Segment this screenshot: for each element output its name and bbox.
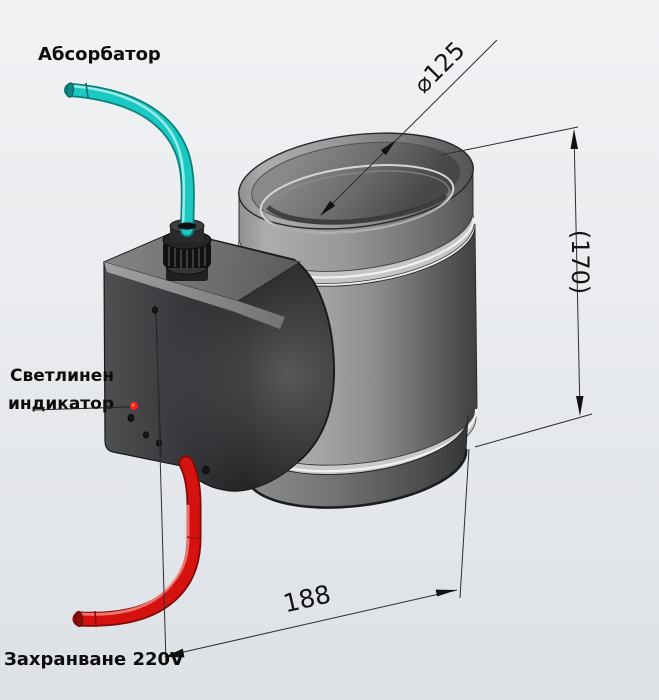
- power-cable-ferrule: [94, 610, 97, 628]
- width-extension-left: [156, 346, 167, 664]
- dimension-height: (170): [440, 126, 594, 448]
- front-face-holes: [127, 306, 210, 475]
- absorber-cable-ferrule: [85, 82, 89, 99]
- power-cable: [72, 455, 202, 628]
- callout-labels: Абсорбатор Светлинен индикатор Захранван…: [4, 44, 184, 670]
- inner-seam-ring-dark: [263, 170, 451, 234]
- height-arrow-bottom: [576, 396, 584, 416]
- screw-hole: [151, 306, 158, 314]
- diameter-dimension-text: ⌀125: [408, 36, 470, 98]
- gland-entry-hole: [178, 222, 196, 230]
- label-power-supply: Захранване 220V: [4, 649, 184, 670]
- absorber-cable-outline: [64, 83, 195, 237]
- power-cable-endcap: [74, 610, 84, 628]
- cable-gland: [162, 219, 212, 281]
- width-arrow-right: [435, 589, 457, 597]
- light-indicator-leader-line: [32, 406, 131, 411]
- actuator-round-side-sheen: [104, 231, 335, 492]
- screw-hole: [155, 439, 162, 447]
- power-cable-joint: [186, 536, 202, 540]
- top-opening: [238, 132, 474, 234]
- inner-lip-shadow: [266, 193, 448, 225]
- screw-hole: [127, 413, 135, 422]
- absorber-cable-endcap: [65, 82, 75, 98]
- height-arrow-top: [570, 129, 578, 149]
- height-dimension-text: (170): [566, 230, 594, 295]
- diameter-arrow-lower: [320, 200, 336, 216]
- width-dimension-line: [165, 589, 458, 657]
- diameter-arrow-upper: [380, 140, 396, 156]
- power-cable-highlight: [80, 504, 190, 616]
- actuator-box: [102, 219, 336, 492]
- label-absorber: Абсорбатор: [38, 44, 161, 65]
- absorber-cable-highlight: [70, 84, 186, 228]
- width-extension-right: [459, 448, 470, 599]
- height-dimension-line: [573, 130, 581, 415]
- absorber-cable: [64, 82, 196, 237]
- screw-hole: [202, 465, 210, 475]
- diameter-leader-line: [321, 39, 498, 215]
- bottom-edge: [244, 448, 468, 509]
- height-extension-bottom: [474, 413, 593, 448]
- power-cable-body: [74, 457, 200, 626]
- absorber-cable-body: [65, 84, 194, 236]
- actuator-chamfer: [104, 262, 285, 329]
- screw-hole: [142, 431, 149, 439]
- led-glint: [131, 403, 135, 407]
- width-arrow-left: [164, 648, 185, 658]
- label-light-indicator-line2: индикатор: [8, 394, 114, 414]
- saddle-edge-shadow: [292, 258, 336, 463]
- label-light-indicator-line1: Светлинен: [10, 366, 114, 386]
- width-dimension-text: 188: [280, 579, 333, 618]
- height-extension-top: [440, 126, 579, 156]
